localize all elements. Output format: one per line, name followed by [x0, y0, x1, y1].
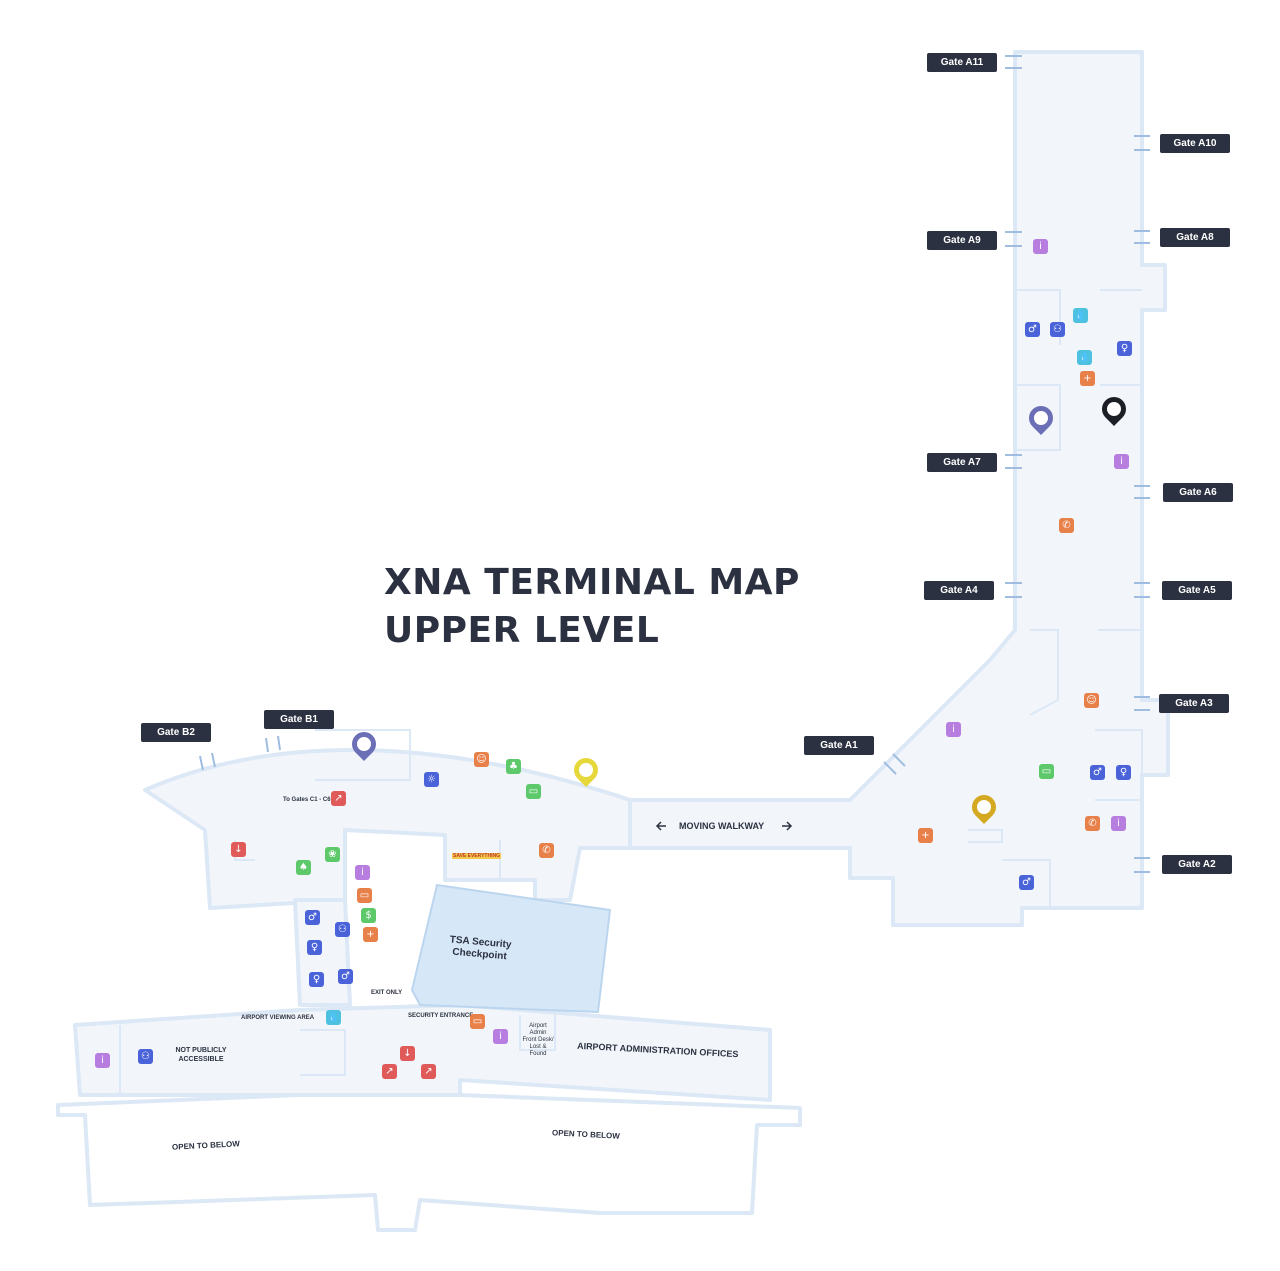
shop-sign: SAVE EVERYTHING — [452, 853, 501, 859]
first-aid-icon[interactable]: + — [918, 828, 933, 843]
airport-viewing-area-label: AIRPORT VIEWING AREA — [241, 1015, 315, 1021]
phone-icon[interactable]: ✆ — [539, 843, 554, 858]
escalator-icon[interactable]: ↗ — [331, 791, 346, 806]
restroom-women-icon[interactable]: ♀ — [307, 940, 322, 955]
gate-a4-label[interactable]: Gate A4 — [924, 581, 994, 600]
first-aid-icon[interactable]: + — [363, 927, 378, 942]
atm-icon[interactable]: ▭ — [357, 888, 372, 903]
pin-logo-dot — [1031, 408, 1051, 428]
phone-icon[interactable]: ✆ — [1085, 816, 1100, 831]
pin-logo-dot — [576, 760, 596, 780]
gate-b1-label[interactable]: Gate B1 — [264, 710, 334, 729]
restroom-women-icon[interactable]: ♀ — [309, 972, 324, 987]
not-publicly-accessible-label: NOT PUBLICLY ACCESSIBLE — [175, 1047, 227, 1063]
pet-relief-icon[interactable]: ❀ — [325, 847, 340, 862]
pin-logo-dot — [974, 797, 994, 817]
phone-icon[interactable]: ✆ — [1059, 518, 1074, 533]
money-icon[interactable]: $ — [361, 908, 376, 923]
family-restroom-icon[interactable]: ⚇ — [1050, 322, 1065, 337]
info-icon[interactable]: i — [355, 865, 370, 880]
gate-a11-label[interactable]: Gate A11 — [927, 53, 997, 72]
security-entrance-label: SECURITY ENTRANCE — [408, 1013, 474, 1019]
lounge-icon[interactable]: ☺ — [474, 752, 489, 767]
water-fountain-icon[interactable]: 💧 — [1073, 308, 1088, 323]
pin-logo-dot — [354, 734, 374, 754]
nursing-room-icon[interactable]: ☼ — [424, 772, 439, 787]
restroom-men-icon[interactable]: ♂ — [338, 969, 353, 984]
restroom-women-icon[interactable]: ♀ — [1116, 765, 1131, 780]
airport-admin-front-desk-label: Airport Admin Front Desk/ Lost & Found — [522, 1023, 554, 1057]
gate-a2-label[interactable]: Gate A2 — [1162, 855, 1232, 874]
atm-icon[interactable]: ▭ — [470, 1014, 485, 1029]
pin-logo-dot — [1104, 399, 1124, 419]
map-title: XNA TERMINAL MAP — [384, 562, 800, 603]
gate-b2-label[interactable]: Gate B2 — [141, 723, 211, 742]
seating-icon[interactable]: ▭ — [526, 784, 541, 799]
gate-a7-label[interactable]: Gate A7 — [927, 453, 997, 472]
water-fountain-icon[interactable]: 💧 — [1077, 350, 1092, 365]
moving-walkway-arrows — [655, 821, 793, 831]
escalator-icon[interactable]: ↗ — [421, 1064, 436, 1079]
restroom-icon[interactable]: ♂ — [1019, 875, 1034, 890]
to-gates-c-label: To Gates C1 - C6 — [283, 797, 331, 803]
gate-a8-label[interactable]: Gate A8 — [1160, 228, 1230, 247]
lounge-icon[interactable]: ☺ — [1084, 693, 1099, 708]
gate-a1-label[interactable]: Gate A1 — [804, 736, 874, 755]
seating-icon[interactable]: ▭ — [1039, 764, 1054, 779]
restroom-men-icon[interactable]: ♂ — [1090, 765, 1105, 780]
moving-walkway-label: MOVING WALKWAY — [679, 821, 765, 831]
first-aid-icon[interactable]: + — [1080, 371, 1095, 386]
gate-a10-label[interactable]: Gate A10 — [1160, 134, 1230, 153]
escalator-icon[interactable]: ↗ — [382, 1064, 397, 1079]
info-icon[interactable]: i — [493, 1029, 508, 1044]
gate-a3-label[interactable]: Gate A3 — [1159, 694, 1229, 713]
info-icon[interactable]: i — [95, 1053, 110, 1068]
kids-play-icon[interactable]: ♣ — [506, 759, 521, 774]
map-subtitle: UPPER LEVEL — [384, 610, 660, 651]
arrow-down-icon[interactable]: ↓ — [400, 1046, 415, 1061]
info-icon[interactable]: i — [1114, 454, 1129, 469]
exit-only-label: EXIT ONLY — [371, 990, 403, 996]
arrow-down-icon[interactable]: ↓ — [231, 842, 246, 857]
tsa-checkpoint-area — [410, 883, 612, 1014]
info-icon[interactable]: i — [946, 722, 961, 737]
gate-a5-label[interactable]: Gate A5 — [1162, 581, 1232, 600]
family-restroom-icon[interactable]: ⚇ — [138, 1049, 153, 1064]
restroom-men-icon[interactable]: ♂ — [1025, 322, 1040, 337]
info-icon[interactable]: i — [1111, 816, 1126, 831]
plant-icon[interactable]: ♠ — [296, 860, 311, 875]
restroom-women-icon[interactable]: ♀ — [1117, 341, 1132, 356]
gate-a6-label[interactable]: Gate A6 — [1163, 483, 1233, 502]
family-restroom-icon[interactable]: ⚇ — [335, 922, 350, 937]
water-fountain-icon[interactable]: 💧 — [326, 1010, 341, 1025]
gate-a9-label[interactable]: Gate A9 — [927, 231, 997, 250]
restroom-men-icon[interactable]: ♂ — [305, 910, 320, 925]
info-icon[interactable]: i — [1033, 239, 1048, 254]
